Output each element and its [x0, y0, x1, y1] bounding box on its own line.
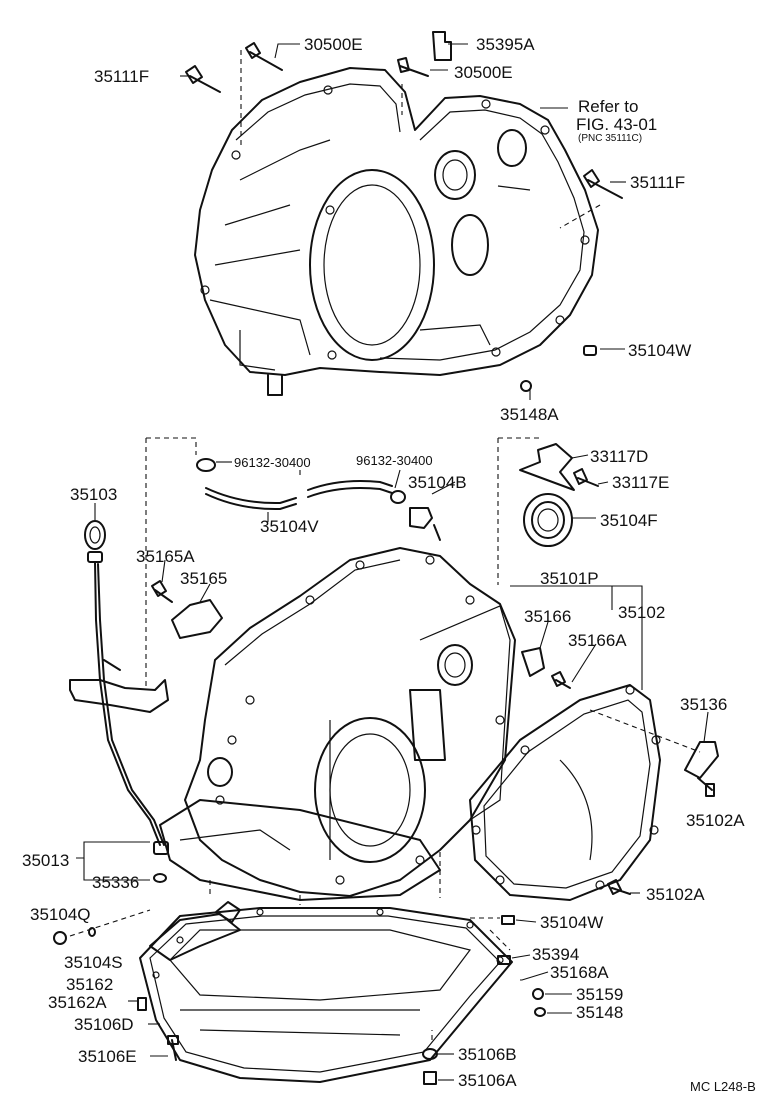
protector-35165: [151, 559, 223, 639]
breather-parts: [145, 437, 456, 690]
label-35336: 35336: [92, 873, 140, 892]
transaxle-case: [159, 547, 516, 901]
label-35159: 35159: [576, 985, 624, 1004]
label-33117E: 33117E: [612, 473, 670, 492]
cover-fasteners: [470, 585, 719, 951]
bracket-33117D: [497, 437, 609, 585]
label-35162: 35162: [66, 975, 114, 994]
label-35104W-top: 35104W: [628, 341, 692, 360]
diagram-code: MC L248-B: [690, 1079, 756, 1094]
label-35136: 35136: [680, 695, 728, 714]
label-35111F-right: 35111F: [630, 173, 686, 192]
label-35148: 35148: [576, 1003, 624, 1022]
label-35394: 35394: [532, 945, 580, 964]
label-35101P: 35101P: [540, 569, 599, 588]
label-35104W-bottom: 35104W: [540, 913, 604, 932]
label-35168A: 35168A: [550, 963, 609, 982]
label-35106D: 35106D: [74, 1015, 134, 1034]
bottom-fasteners: [53, 909, 572, 1085]
label-35102A-right: 35102A: [686, 811, 745, 830]
label-96132-30400-right: 96132-30400: [356, 453, 433, 468]
label-35104B: 35104B: [408, 473, 467, 492]
label-35111F-left: 35111F: [94, 67, 150, 86]
label-35103: 35103: [70, 485, 118, 504]
label-30500E-top: 30500E: [304, 35, 363, 54]
dipstick: [69, 503, 169, 883]
note-refer-line1: Refer to: [578, 97, 639, 116]
label-96132-30400-left: 96132-30400: [234, 455, 311, 470]
label-35165: 35165: [180, 569, 228, 588]
label-35104Q: 35104Q: [30, 905, 91, 924]
note-refer-line2: FIG. 43-01: [576, 115, 658, 134]
label-33117D: 33117D: [590, 447, 649, 466]
transaxle-housing: [194, 67, 599, 396]
top-fasteners: [185, 31, 623, 392]
label-35148A: 35148A: [500, 405, 559, 424]
label-35106A: 35106A: [458, 1071, 517, 1090]
label-35104V: 35104V: [260, 517, 319, 536]
label-35166: 35166: [524, 607, 572, 626]
label-30500E-mid: 30500E: [454, 63, 513, 82]
label-35395A: 35395A: [476, 35, 535, 54]
label-35102A-lower: 35102A: [646, 885, 705, 904]
top-leaders: [180, 43, 626, 350]
label-35104S: 35104S: [64, 953, 123, 972]
oil-pan: [139, 852, 513, 1083]
side-cover-35102: [469, 684, 661, 901]
label-35106B: 35106B: [458, 1045, 517, 1064]
dipstick-leaders: [76, 841, 150, 881]
bearing-35104F: [523, 388, 596, 547]
label-35165A: 35165A: [136, 547, 195, 566]
note-refer-line3: (PNC 35111C): [578, 133, 643, 144]
label-35166A: 35166A: [568, 631, 627, 650]
label-35102: 35102: [618, 603, 666, 622]
label-35162A: 35162A: [48, 993, 107, 1012]
label-35106E: 35106E: [78, 1047, 137, 1066]
label-35013: 35013: [22, 851, 70, 870]
label-35104F: 35104F: [600, 511, 658, 530]
